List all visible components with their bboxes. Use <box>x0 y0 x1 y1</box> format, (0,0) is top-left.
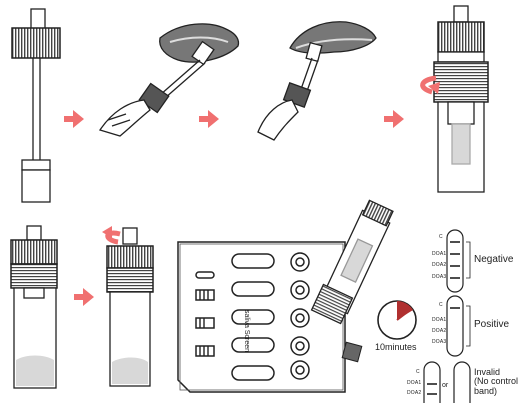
invalid-band-doa1: DOA1 <box>407 381 421 386</box>
invalid-band-doa2: DOA2 <box>407 391 421 396</box>
arrow-2 <box>199 110 219 128</box>
timer-label: 10minutes <box>375 343 417 352</box>
device-brand-text: saliva Screen <box>243 310 250 352</box>
result-strip-invalid-a <box>424 362 440 403</box>
step5-tube <box>11 226 57 388</box>
result-strip-negative <box>447 230 470 292</box>
step3-mouth-swab <box>258 22 376 140</box>
invalid-band-c: C <box>416 370 420 375</box>
positive-band-doa1: DOA1 <box>432 318 446 323</box>
invalid-label: Invalid (No control band) <box>474 368 518 396</box>
step1-collector <box>12 9 60 202</box>
positive-band-doa3: DOA3 <box>432 340 446 345</box>
arrow-1 <box>64 110 84 128</box>
result-strip-positive <box>447 296 470 356</box>
step4-twist-cap <box>423 6 488 192</box>
arrow-4 <box>74 288 94 306</box>
arrow-3 <box>384 110 404 128</box>
negative-label: Negative <box>474 255 513 266</box>
negative-band-doa1: DOA1 <box>432 252 446 257</box>
negative-band-c: C <box>439 235 443 240</box>
positive-band-c: C <box>439 303 443 308</box>
timer-icon <box>378 301 416 339</box>
positive-label: Positive <box>474 320 509 331</box>
desiccant-pad <box>342 342 362 362</box>
test-device <box>178 242 345 392</box>
negative-band-doa3: DOA3 <box>432 275 446 280</box>
positive-band-doa2: DOA2 <box>432 329 446 334</box>
invalid-or-label: or <box>442 382 448 389</box>
negative-band-doa2: DOA2 <box>432 263 446 268</box>
result-strip-invalid-b <box>454 362 470 403</box>
step6-tube-twist <box>102 226 153 386</box>
